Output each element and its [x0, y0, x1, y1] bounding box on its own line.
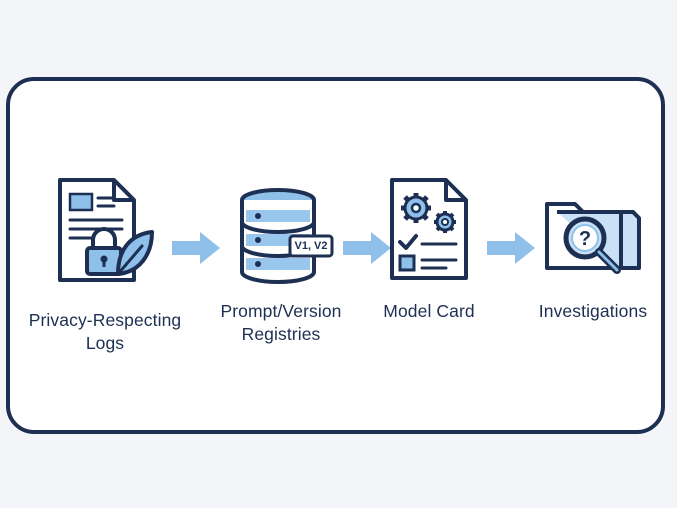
- step-1-label: Privacy-Respecting Logs: [28, 310, 182, 353]
- folder-magnifier-question-icon: ?: [545, 202, 641, 274]
- step-2-label: Prompt/Version Registries: [220, 301, 342, 344]
- gear-checklist-document-icon: [390, 178, 468, 280]
- step-4-label: Investigations: [538, 301, 648, 321]
- arrow-2: [343, 232, 391, 264]
- arrow-3: [487, 232, 535, 264]
- step-3-label: Model Card: [383, 301, 475, 321]
- svg-text:?: ?: [579, 228, 591, 250]
- version-tag: V1, V2: [294, 240, 328, 252]
- locked-document-leaf-icon: [58, 178, 154, 282]
- database-icon: [240, 188, 334, 284]
- arrow-1: [172, 232, 220, 264]
